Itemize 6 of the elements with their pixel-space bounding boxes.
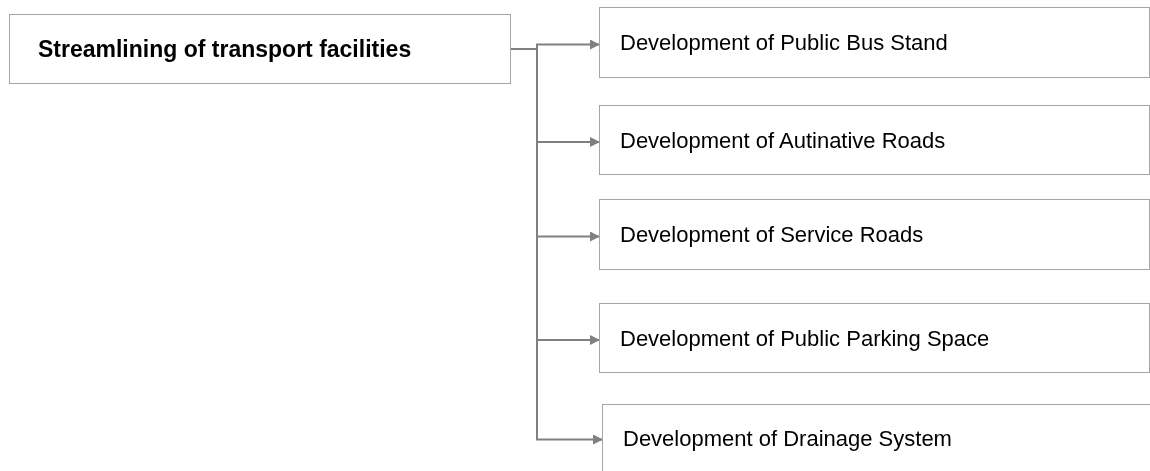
- item-box: Development of Public Bus Stand: [599, 7, 1150, 78]
- item-box: Development of Autinative Roads: [599, 105, 1150, 175]
- item-box: Development of Public Parking Space: [599, 303, 1150, 373]
- main-box: Streamlining of transport facilities: [9, 14, 511, 84]
- item-box: Development of Drainage System: [602, 404, 1150, 471]
- item-box: Development of Service Roads: [599, 199, 1150, 270]
